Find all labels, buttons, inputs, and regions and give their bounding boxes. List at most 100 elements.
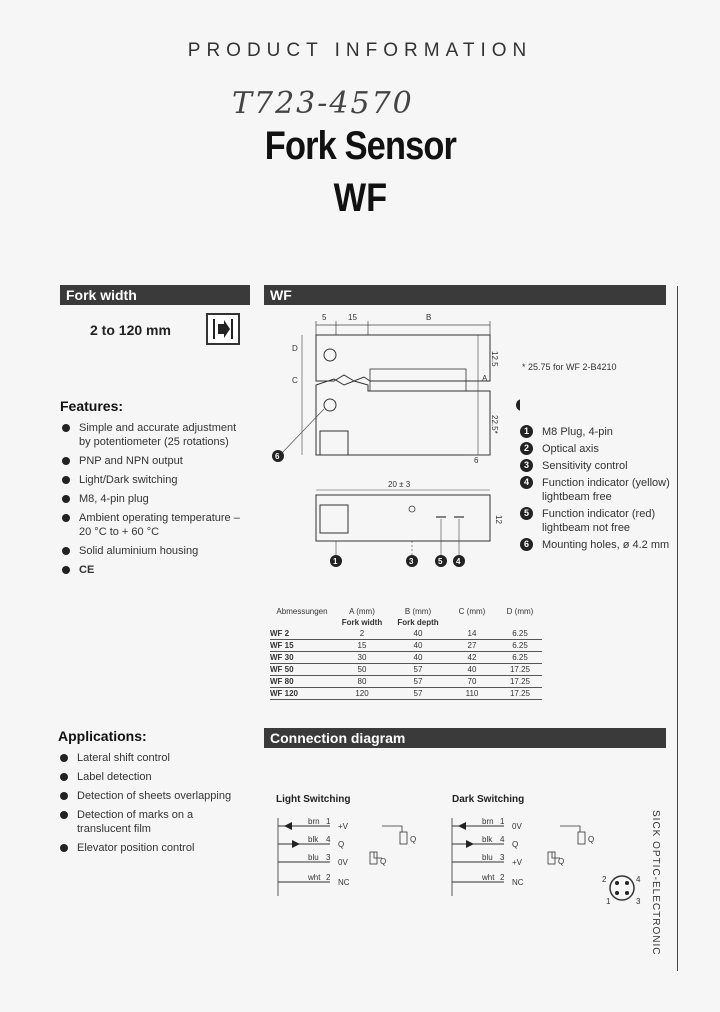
dim-label: 22.5*: [490, 415, 499, 434]
list-item: Elevator position control: [60, 841, 250, 855]
handwritten-part-number: T723-4570: [232, 86, 414, 121]
dim-label: 5: [322, 313, 327, 322]
table-header: A (mm): [349, 607, 375, 616]
svg-text:1: 1: [326, 817, 331, 826]
svg-text:1: 1: [606, 897, 611, 906]
list-item: Lateral shift control: [60, 751, 250, 765]
connection-diagram-heading: Connection diagram: [264, 728, 666, 748]
dim-label: 12: [494, 515, 503, 524]
dim-label: C: [292, 376, 298, 385]
svg-text:3: 3: [636, 897, 641, 906]
page-header: PRODUCT INFORMATION: [187, 40, 533, 61]
table-subheader: [446, 617, 498, 628]
svg-text:3: 3: [500, 853, 505, 862]
svg-text:5: 5: [438, 557, 443, 566]
dim-label: B: [426, 313, 431, 322]
list-item: Label detection: [60, 770, 250, 784]
features-list: Simple and accurate adjustment by potent…: [62, 421, 248, 582]
column-divider: [677, 286, 678, 971]
dim-label: A: [482, 374, 488, 383]
table-header: C (mm): [458, 607, 486, 616]
svg-text:Q: Q: [410, 835, 416, 844]
svg-text:blu: blu: [308, 853, 319, 862]
fork-width-heading: Fork width: [60, 285, 250, 305]
direction-icon: [206, 313, 240, 345]
svg-text:blu: blu: [482, 853, 493, 862]
svg-text:2: 2: [326, 873, 331, 882]
svg-text:blk: blk: [482, 835, 493, 844]
list-item: M8, 4-pin plug: [62, 492, 248, 506]
light-switching-title: Light Switching: [276, 794, 351, 805]
dimensions-table: Abmessungen A (mm) B (mm) C (mm) D (mm) …: [270, 606, 542, 700]
svg-text:Q: Q: [380, 857, 386, 866]
svg-text:3: 3: [326, 853, 331, 862]
fork-range: 2 to 120 mm: [90, 322, 171, 338]
svg-text:1: 1: [333, 557, 338, 566]
svg-text:wht: wht: [307, 873, 321, 882]
dim-label: D: [292, 344, 298, 353]
list-item: Solid aluminium housing: [62, 544, 248, 558]
features-heading: Features:: [60, 398, 124, 414]
table-subheader: Fork depth: [397, 618, 439, 627]
svg-text:+V: +V: [338, 822, 349, 831]
svg-text:Q: Q: [558, 857, 564, 866]
list-item: Light/Dark switching: [62, 473, 248, 487]
list-item: CE: [62, 563, 248, 577]
svg-text:NC: NC: [338, 878, 350, 887]
dimension-drawing: 5 15 B D C A 12.5 22.5* 6 6 20 ± 3 12 1 …: [272, 313, 520, 567]
svg-text:1: 1: [500, 817, 505, 826]
table-subheader: Fork width: [341, 618, 383, 627]
wf-heading: WF: [264, 285, 666, 305]
svg-text:3: 3: [409, 557, 414, 566]
dim-label: 15: [348, 313, 357, 322]
svg-text:0V: 0V: [338, 858, 348, 867]
list-item: Ambient operating temperature – 20 °C to…: [62, 511, 248, 539]
table-header: Abmessungen: [276, 607, 328, 616]
svg-text:blk: blk: [308, 835, 319, 844]
svg-text:6: 6: [275, 452, 280, 461]
applications-list: Lateral shift control Label detection De…: [60, 751, 250, 860]
table-header: D (mm): [506, 607, 534, 616]
applications-heading: Applications:: [58, 728, 147, 744]
table-header: B (mm): [404, 607, 432, 616]
svg-text:4: 4: [500, 835, 505, 844]
svg-text:Q: Q: [512, 840, 518, 849]
dim-label: 20 ± 3: [388, 480, 411, 489]
page-title: Fork Sensor: [264, 124, 457, 168]
page-subtitle: WF: [333, 176, 388, 220]
table-subheader: [270, 617, 334, 628]
svg-text:2: 2: [602, 875, 607, 884]
svg-text:4: 4: [326, 835, 331, 844]
connector-pinout-icon: 2 4 1 3: [602, 875, 641, 906]
dimension-note: * 25.75 for WF 2-B4210: [522, 362, 617, 372]
list-item: Detection of marks on a translucent film: [60, 808, 250, 836]
svg-text:+V: +V: [512, 858, 523, 867]
list-item: Simple and accurate adjustment by potent…: [62, 421, 248, 449]
table-subheader: [498, 617, 542, 628]
dark-switching-title: Dark Switching: [452, 794, 525, 805]
list-item: PNP and NPN output: [62, 454, 248, 468]
svg-text:brn: brn: [308, 817, 320, 826]
dim-label: 12.5: [490, 351, 499, 367]
svg-text:brn: brn: [482, 817, 494, 826]
svg-text:wht: wht: [481, 873, 495, 882]
list-item: Detection of sheets overlapping: [60, 789, 250, 803]
dim-label: 6: [474, 456, 479, 465]
svg-text:4: 4: [456, 557, 461, 566]
